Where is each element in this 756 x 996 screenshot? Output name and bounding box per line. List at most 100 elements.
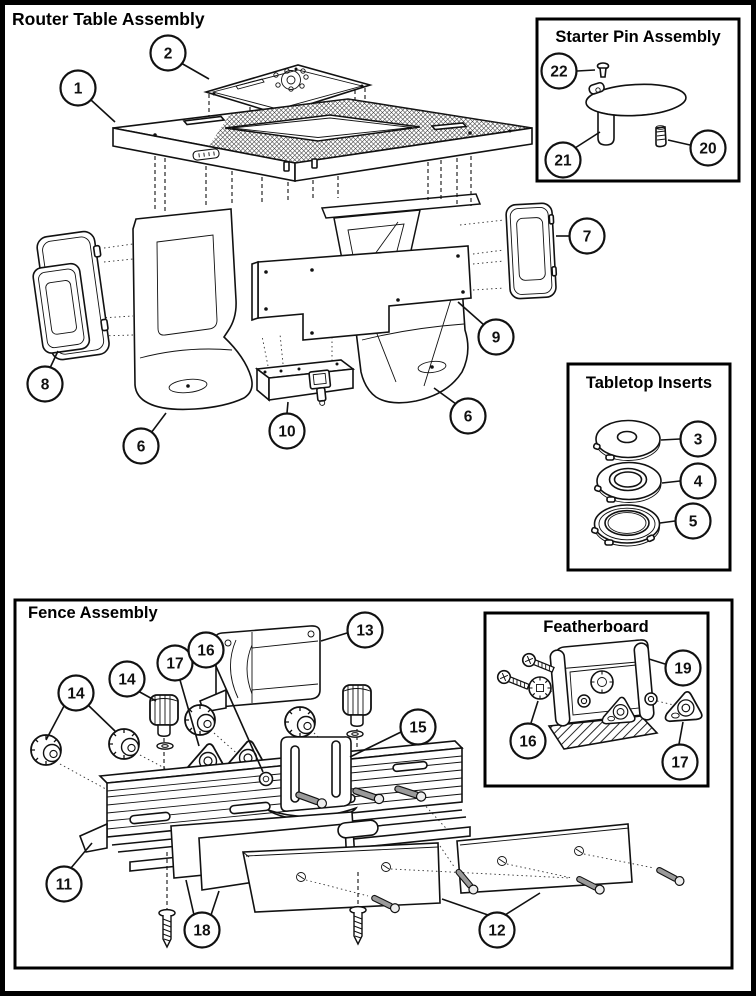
callout-leader-line (660, 438, 681, 441)
callout-18: 18 (183, 879, 221, 949)
callout-13: 13 (320, 611, 384, 649)
callout-circle (544, 141, 582, 179)
callout-21: 21 (544, 131, 601, 179)
callout-16: 16 (187, 631, 264, 773)
back-panel (251, 245, 472, 341)
callout-circle (674, 502, 712, 540)
callout-leader-line (214, 663, 264, 773)
callout-number: 4 (694, 474, 703, 491)
tabletop (112, 98, 533, 182)
callout-number: 17 (671, 755, 688, 772)
callout-5: 5 (659, 502, 712, 540)
fence-assembly-section: Fence Assembly (13, 598, 734, 970)
router-table-exploded-view (32, 64, 558, 411)
washer (346, 730, 364, 738)
callout-leader-line (661, 480, 681, 484)
callout-leader-line (433, 387, 457, 405)
callout-leader-line (648, 658, 666, 665)
callout-number: 17 (166, 656, 183, 673)
callout-leader-line (137, 690, 157, 702)
callout-leader-line (576, 69, 596, 72)
switch-box (254, 333, 356, 406)
callout-22: 22 (540, 52, 596, 90)
page-title: Router Table Assembly (12, 9, 205, 29)
callout-number: 10 (278, 424, 295, 441)
callout-circle (45, 865, 83, 903)
callout-number: 16 (519, 734, 537, 751)
callout-leader-line (150, 412, 167, 434)
callout-number: 1 (74, 81, 83, 98)
callout-number: 18 (193, 923, 211, 940)
callout-7: 7 (556, 217, 606, 255)
callout-number: 20 (699, 141, 716, 158)
callout-number: 11 (56, 877, 73, 894)
callout-number: 8 (41, 377, 50, 394)
projection-lines-table-base (154, 156, 472, 214)
callout-16: 16 (509, 700, 547, 760)
right-door (505, 202, 558, 300)
callout-6: 6 (122, 412, 167, 465)
callout-leader-line (87, 704, 117, 733)
callout-11: 11 (45, 842, 93, 903)
tabletop-inserts-title: Tabletop Inserts (586, 374, 712, 392)
starter-pin (655, 125, 667, 148)
callout-leader-line (457, 301, 485, 326)
callout-leader-line (179, 679, 200, 747)
callout-leader-line (574, 131, 601, 149)
callout-4: 4 (661, 462, 717, 500)
callout-circle (149, 34, 187, 72)
washer (577, 694, 591, 708)
callout-leader-line (678, 721, 684, 745)
callout-leader-line (441, 898, 489, 916)
projection-lines-left-door (99, 243, 134, 337)
callout-leader-line (667, 139, 691, 146)
callout-leader-line (49, 350, 59, 369)
callout-leader-line (504, 892, 541, 916)
featherboard-inset: Featherboard (483, 611, 710, 788)
screw-drop-lines (166, 852, 359, 909)
clamp-knob (184, 704, 216, 736)
callout-10: 10 (268, 401, 306, 450)
callout-leader-line (320, 632, 348, 642)
callout-circle (477, 318, 515, 356)
callout-circle (679, 420, 717, 458)
safety-switch (308, 369, 332, 406)
callout-circle (661, 743, 699, 781)
lock-knob (108, 728, 140, 760)
featherboard-clamp-knob (590, 670, 614, 694)
callout-number: 19 (674, 661, 692, 678)
featherboard-knob (528, 676, 552, 700)
clamp-knob (284, 706, 316, 738)
callout-number: 7 (583, 229, 592, 246)
callout-circle (449, 397, 487, 435)
callout-circle (108, 660, 146, 698)
starter-pin-title: Starter Pin Assembly (555, 28, 721, 46)
callout-circle (540, 52, 578, 90)
callout-number: 12 (488, 923, 505, 940)
callout-circle (57, 674, 95, 712)
callout-circle (664, 649, 702, 687)
callout-3: 3 (660, 420, 717, 458)
callout-circle (509, 722, 547, 760)
callout-circle (689, 129, 727, 167)
callout-14: 14 (108, 660, 157, 702)
clamp-bolt (258, 771, 274, 787)
callout-17: 17 (156, 644, 200, 747)
starter-pin-table (585, 81, 687, 146)
callout-number: 16 (197, 643, 215, 660)
left-leg (132, 208, 253, 411)
callout-number: 22 (550, 64, 567, 81)
callout-circle (399, 708, 437, 746)
callout-1: 1 (59, 69, 116, 123)
washer (644, 692, 658, 706)
callout-leader-line (90, 99, 116, 123)
callout-19: 19 (648, 649, 702, 687)
callout-circle (568, 217, 606, 255)
insert-ring-small-hole (592, 419, 661, 461)
callout-number: 13 (356, 623, 374, 640)
featherboard-title: Featherboard (543, 618, 648, 636)
fence-assembly-title: Fence Assembly (28, 604, 158, 622)
